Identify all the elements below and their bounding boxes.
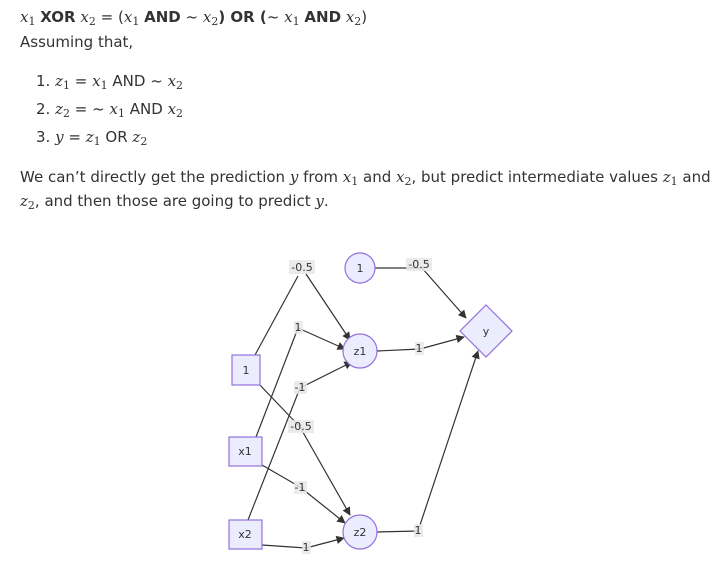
edge-bias-z1 — [305, 273, 351, 341]
node-x1-label: x1 — [238, 445, 252, 458]
open-paren: ( — [117, 8, 124, 26]
edge-in-z2-a — [257, 382, 301, 428]
nodes: 1 1 x1 x2 z1 z2 y — [228, 252, 513, 550]
edge-label-bias-z2: -0.5 — [290, 420, 311, 433]
node-z2 — [342, 514, 378, 550]
var-x2: x2 — [80, 8, 96, 28]
formula-heading: x1 XOR x2 = (x1 AND ~ x2) OR (~ x1 AND x… — [20, 8, 367, 28]
var-x1: x1 — [284, 8, 300, 28]
not-operator: ~ — [266, 8, 280, 26]
node-x1 — [228, 436, 263, 467]
edge-label-biasz-y: -0.5 — [408, 258, 429, 271]
close-paren: ) — [361, 8, 368, 26]
not-operator: ~ — [185, 8, 199, 26]
list-item: 1. z1 = x1 AND ~ x2 — [36, 72, 184, 92]
edge-bias-in — [254, 275, 299, 356]
edge-x1-z1-b — [297, 327, 346, 350]
edge-x2-z1-b — [299, 361, 353, 389]
paragraph-line-2: z2, and then those are going to predict … — [20, 192, 329, 212]
edge-label-x2-z1: -1 — [295, 381, 306, 394]
var-x2: x2 — [345, 8, 362, 28]
node-x2 — [228, 519, 263, 550]
and-keyword: AND — [304, 8, 342, 26]
xor-keyword: XOR — [40, 8, 76, 26]
edge-labels: -0.5 -0.5 1 -1 -0.5 -1 1 1 1 — [288, 258, 432, 554]
var-x2: x2 — [202, 8, 219, 28]
edge-biasz-y-b — [421, 267, 467, 319]
node-z2-label: z2 — [354, 526, 367, 539]
node-bias-z-label: 1 — [357, 262, 364, 275]
node-bias-z — [344, 252, 376, 284]
edge-z1-y-b — [419, 334, 465, 350]
node-z1-label: z1 — [354, 345, 367, 358]
var-x1: x1 — [123, 8, 140, 28]
edge-label-x1-z1: 1 — [295, 321, 302, 334]
node-z1 — [342, 333, 378, 369]
equals-sign: = — [100, 8, 114, 26]
edge-label-z1-y: 1 — [416, 342, 423, 355]
edge-x1-z2-b — [299, 486, 346, 524]
edge-label-x1-z2: -1 — [295, 481, 306, 494]
paragraph-line-1: We can’t directly get the prediction y f… — [20, 168, 711, 188]
edge-x1-z2-a — [261, 464, 301, 488]
edge-x2-z1-a — [247, 387, 301, 521]
edge-z1-y-a — [376, 348, 421, 352]
node-y — [459, 304, 513, 358]
edge-x2-z2-b — [305, 535, 345, 549]
edge-label-z2-y: 1 — [415, 524, 422, 537]
edge-z2-y-b — [417, 350, 480, 532]
list-item: 2. z2 = ~ x1 AND x2 — [36, 100, 184, 120]
node-bias-in-label: 1 — [243, 364, 250, 377]
and-keyword: AND — [144, 8, 181, 26]
node-x2-label: x2 — [238, 528, 252, 541]
var-x1: x1 — [20, 8, 36, 28]
edge-z2-y-a — [376, 530, 419, 533]
edge-x1-z1-a — [255, 327, 299, 438]
edge-in-z2-b — [299, 426, 351, 516]
or-keyword: ) OR ( — [218, 8, 267, 26]
edge-label-x2-z2: 1 — [303, 541, 310, 554]
assuming-text: Assuming that, — [20, 33, 134, 51]
edge-x2-z2-a — [261, 544, 307, 549]
node-y-label: y — [483, 325, 490, 338]
node-bias-in — [231, 354, 261, 386]
list-item: 3. y = z1 OR z2 — [36, 128, 148, 148]
bias-top-label: -0.5 — [291, 261, 312, 274]
edges — [247, 267, 480, 549]
